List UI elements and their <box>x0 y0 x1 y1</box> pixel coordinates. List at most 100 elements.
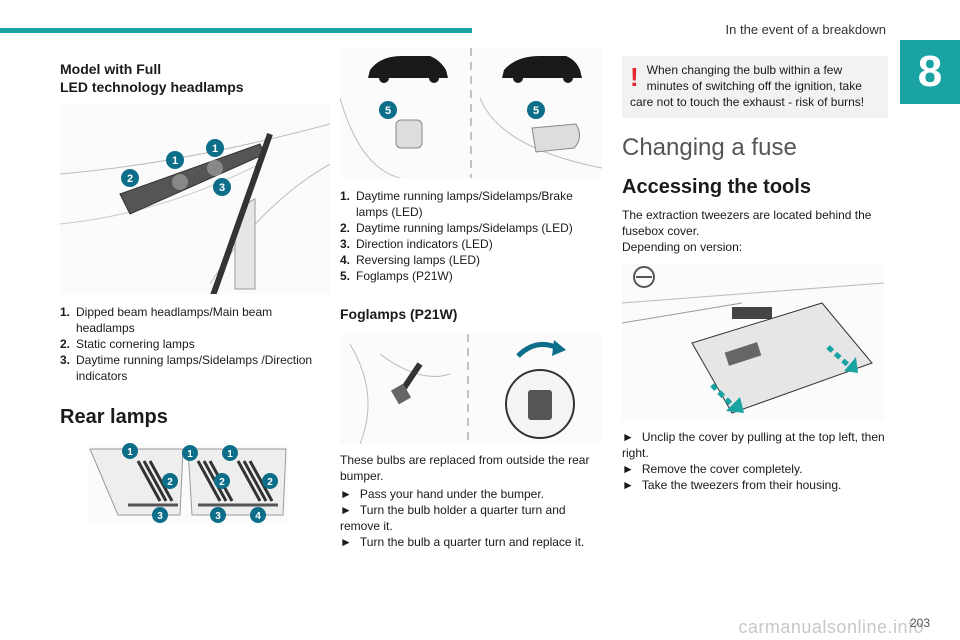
changing-fuse-heading: Changing a fuse <box>622 134 797 161</box>
rear-badge-text: 3 <box>157 511 163 522</box>
page-number: 203 <box>909 616 930 630</box>
legend-text: Daytime running lamps/Sidelamps /Directi… <box>76 353 313 383</box>
header-accent-bar <box>0 28 472 33</box>
pull-arrow-icon <box>710 383 734 407</box>
step-text: Turn the bulb holder a quarter turn and … <box>340 503 566 533</box>
legend-item: 3. Direction indicators (LED) <box>340 236 602 252</box>
front-headlamp-illustration: 1 1 2 3 <box>60 104 330 294</box>
foglamp-badge-text: 5 <box>533 105 539 117</box>
legend-item: 3. Daytime running lamps/Sidelamps /Direc… <box>60 352 330 384</box>
step-text: Take the tweezers from their housing. <box>641 478 842 492</box>
watermark: carmanualsonline.info <box>738 617 924 637</box>
front-lamps-legend: 1. Dipped beam headlamps/Main beam headla… <box>60 304 330 384</box>
legend-item: 1. Dipped beam headlamps/Main beam headla… <box>60 304 330 336</box>
legend-item: 5. Foglamps (P21W) <box>340 268 602 284</box>
chapter-badge: 8 <box>900 40 960 104</box>
foglamp-location-illustration: 5 5 <box>340 48 602 178</box>
foglamp-bulb-drawing <box>349 334 575 444</box>
legend-number: 4. <box>340 253 351 267</box>
rear-lamps-legend: 1. Daytime running lamps/Sidelamps/Brake … <box>340 188 602 284</box>
column-fuses: ! When changing the bulb within a few mi… <box>622 56 888 493</box>
step-arrow-icon: ► <box>340 535 352 549</box>
car-silhouette-icon <box>502 56 582 83</box>
column-rear-foglamps: 5 5 1. Daytime running lamps/Sidelamps/Br… <box>340 48 602 550</box>
callout-badge-text: 3 <box>219 182 225 194</box>
rear-badge-text: 1 <box>187 449 193 460</box>
legend-number: 3. <box>60 353 71 367</box>
step-item: ► Remove the cover completely. <box>622 461 888 477</box>
step-arrow-icon: ► <box>622 430 634 444</box>
rear-badge-text: 4 <box>255 511 261 522</box>
step-item: ► Pass your hand under the bumper. <box>340 486 602 502</box>
legend-text: Reversing lamps (LED) <box>356 253 481 267</box>
legend-item: 2. Static cornering lamps <box>60 336 330 352</box>
accessing-tools-heading: Accessing the tools <box>622 176 811 198</box>
rear-lamps-drawing: 1 1 1 2 2 2 3 3 4 <box>89 443 287 523</box>
step-item: ►Unclip the cover by pulling at the top … <box>622 429 888 461</box>
tools-paragraph: The extraction tweezers are located behi… <box>622 207 888 255</box>
headlamp-drawing: 1 1 2 3 <box>60 123 330 294</box>
foglamp-steps: ►Pass your hand under the bumper. ►Turn … <box>340 486 602 550</box>
column-front-lamps: Model with Full LED technology headlamps… <box>60 56 330 525</box>
rotate-arrow-icon <box>516 341 560 358</box>
callout-badge-text: 1 <box>212 143 218 155</box>
legend-item: 4. Reversing lamps (LED) <box>340 252 602 268</box>
step-text: Unclip the cover by pulling at the top l… <box>622 430 885 460</box>
legend-text: Dipped beam headlamps/Main beam headlamp… <box>76 305 273 335</box>
steering-wheel-icon <box>633 266 655 288</box>
car-silhouette-icon <box>368 56 448 83</box>
step-text: Turn the bulb a quarter turn and replace… <box>359 535 585 549</box>
section-title: In the event of a breakdown <box>725 22 886 37</box>
rear-badge-text: 2 <box>267 477 273 488</box>
legend-number: 2. <box>60 337 71 351</box>
legend-number: 1. <box>60 305 71 319</box>
legend-text: Daytime running lamps/Sidelamps (LED) <box>356 221 573 235</box>
foglamp-badge-text: 5 <box>385 105 391 117</box>
rear-badge-text: 2 <box>219 477 225 488</box>
callout-badges: 1 1 2 3 <box>121 139 231 196</box>
rear-badge-text: 2 <box>167 477 173 488</box>
foglamp-intro: These bulbs are replaced from outside th… <box>340 453 590 483</box>
legend-number: 1. <box>340 189 351 203</box>
legend-text: Daytime running lamps/Sidelamps/Brake la… <box>356 189 573 219</box>
pull-arrow-icon <box>826 345 850 367</box>
legend-text: Foglamps (P21W) <box>356 269 453 283</box>
tools-text: The extraction tweezers are located behi… <box>622 208 872 238</box>
model-heading: Model with Full LED technology headlamps <box>60 60 330 96</box>
model-heading-line1: Model with Full <box>60 61 162 77</box>
rear-callout-badges: 1 1 1 2 2 2 3 3 4 <box>122 443 278 523</box>
foglamp-bulb-illustration <box>340 334 602 444</box>
fusebox-cover-illustration <box>622 263 884 421</box>
step-item: ► Take the tweezers from their housing. <box>622 477 888 493</box>
rear-lamps-heading: Rear lamps <box>60 406 168 428</box>
step-arrow-icon: ► <box>622 478 634 492</box>
warning-text: When changing the bulb within a few minu… <box>630 63 865 109</box>
legend-number: 2. <box>340 221 351 235</box>
car-foglamp-drawing: 5 5 <box>340 48 602 178</box>
step-arrow-icon: ► <box>622 462 634 476</box>
tools-steps: ►Unclip the cover by pulling at the top … <box>622 429 888 493</box>
legend-number: 5. <box>340 269 351 283</box>
legend-text: Direction indicators (LED) <box>356 237 493 251</box>
burn-warning-box: ! When changing the bulb within a few mi… <box>622 56 888 118</box>
legend-number: 3. <box>340 237 351 251</box>
legend-item: 2. Daytime running lamps/Sidelamps (LED) <box>340 220 602 236</box>
model-heading-line2: LED technology headlamps <box>60 79 244 95</box>
callout-badge-text: 2 <box>127 173 133 185</box>
step-text: Remove the cover completely. <box>641 462 803 476</box>
rear-badge-text: 3 <box>215 511 221 522</box>
rear-badge-text: 1 <box>127 447 133 458</box>
step-item: ►Turn the bulb holder a quarter turn and… <box>340 502 602 534</box>
step-item: ► Turn the bulb a quarter turn and replac… <box>340 534 602 550</box>
foglamps-heading: Foglamps (P21W) <box>340 306 458 322</box>
step-text: Pass your hand under the bumper. <box>359 487 545 501</box>
fusebox-drawing <box>622 266 884 414</box>
step-arrow-icon: ► <box>340 487 352 501</box>
version-text: Depending on version: <box>622 240 743 254</box>
warning-icon: ! <box>630 62 639 92</box>
rear-badge-text: 1 <box>227 449 233 460</box>
legend-text: Static cornering lamps <box>76 337 195 351</box>
callout-badge-text: 1 <box>172 155 178 167</box>
step-arrow-icon: ► <box>340 503 352 517</box>
rear-lamps-illustration: 1 1 1 2 2 2 3 3 4 <box>88 443 288 525</box>
